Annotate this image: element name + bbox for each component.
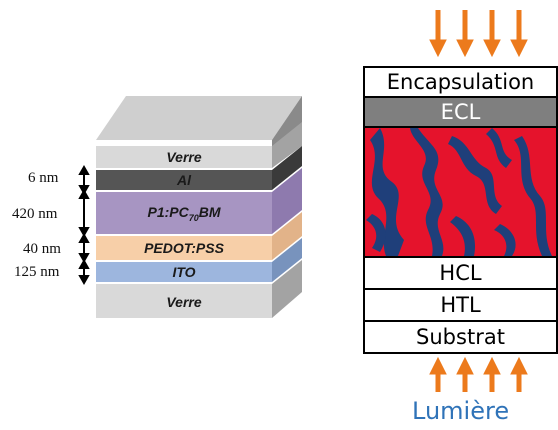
layer-label-verre-top: Verre bbox=[166, 149, 202, 165]
thickness-label: 125 nm bbox=[14, 264, 60, 280]
thickness-label: 40 nm bbox=[23, 241, 61, 257]
layer-ecl: ECL bbox=[363, 96, 558, 128]
up-arrow-icon bbox=[510, 356, 528, 392]
layer-hcl: HCL bbox=[363, 256, 558, 290]
layer-htl: HTL bbox=[363, 288, 558, 322]
incoming-light-arrows-bottom bbox=[429, 356, 528, 392]
layer-label-ito: ITO bbox=[172, 264, 196, 280]
down-arrow-icon bbox=[510, 10, 528, 58]
thickness-label: 6 nm bbox=[28, 170, 59, 186]
layer-active-frame bbox=[363, 126, 558, 258]
up-arrow-icon bbox=[429, 356, 447, 392]
arrow-125nm-icon bbox=[78, 258, 90, 286]
thickness-label: 420 nm bbox=[12, 206, 58, 222]
layer-active bbox=[96, 168, 302, 234]
active-label-sub: 70 bbox=[188, 212, 199, 223]
down-arrow-icon bbox=[483, 10, 501, 58]
layer-encapsulation: Encapsulation bbox=[363, 66, 558, 98]
arrow-6nm-icon bbox=[78, 164, 90, 196]
layer-ito bbox=[96, 238, 302, 282]
active-label-main: P1:PC bbox=[147, 204, 189, 220]
layer-verre-bottom bbox=[96, 260, 302, 318]
top-glass-slab bbox=[96, 96, 302, 148]
incoming-light-arrows-top bbox=[429, 10, 528, 58]
down-arrow-icon bbox=[456, 10, 474, 58]
layer-label-active: P1:PC70BM bbox=[96, 204, 272, 223]
active-layer-morphology bbox=[364, 126, 558, 256]
up-arrow-icon bbox=[483, 356, 501, 392]
layer-substrat: Substrat bbox=[363, 320, 558, 354]
light-label: Lumière bbox=[412, 397, 510, 425]
layer-pedot bbox=[96, 212, 302, 260]
thickness-arrows bbox=[78, 164, 90, 286]
layer-label-pedot: PEDOT:PSS bbox=[144, 240, 224, 256]
up-arrow-icon bbox=[456, 356, 474, 392]
layer-verre-top bbox=[96, 122, 302, 168]
layer-al bbox=[96, 146, 302, 190]
active-label-end: BM bbox=[198, 204, 221, 220]
layer-label-verre-bottom: Verre bbox=[166, 294, 202, 310]
down-arrow-icon bbox=[429, 10, 447, 58]
arrow-420nm-icon bbox=[78, 188, 90, 238]
arrow-40nm-icon bbox=[78, 232, 90, 264]
layer-label-al: Al bbox=[177, 172, 191, 188]
